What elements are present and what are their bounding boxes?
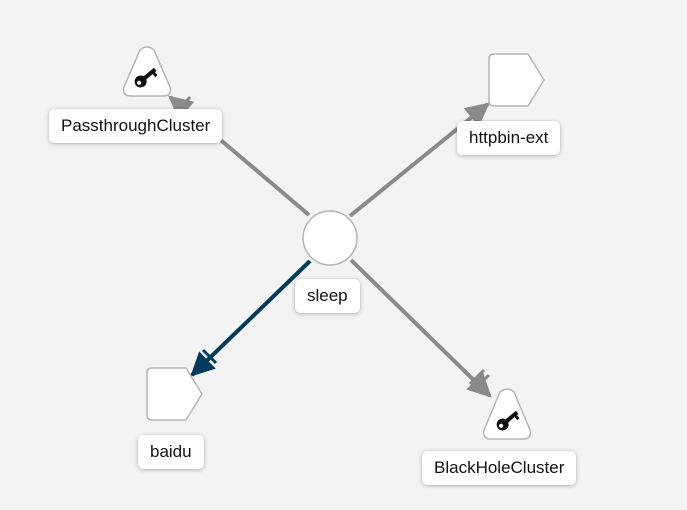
node-passthroughcluster[interactable] [122, 46, 172, 97]
node-label-httpbin-ext[interactable]: httpbin-ext [457, 121, 561, 155]
edge-tick [178, 96, 192, 110]
key-icon [496, 410, 520, 431]
node-label-blackholecluster[interactable]: BlackHoleCluster [422, 451, 577, 485]
edge-line[interactable] [190, 259, 312, 377]
circuit-breaker-icon [197, 348, 218, 369]
node-sleep[interactable] [302, 210, 358, 266]
node-label-passthroughcluster[interactable]: PassthroughCluster [49, 109, 223, 143]
node-blackholecluster[interactable] [482, 388, 532, 440]
edge-sleep-to-blackholecluster[interactable] [349, 258, 492, 398]
node-httpbin-ext[interactable] [488, 53, 545, 107]
node-baidu[interactable] [146, 367, 203, 421]
circuit-breaker-icon [468, 368, 491, 391]
key-icon [134, 67, 158, 88]
node-label-sleep[interactable]: sleep [295, 279, 360, 313]
edge-sleep-to-baidu[interactable] [190, 259, 312, 377]
nodes [122, 46, 545, 440]
node-label-baidu[interactable]: baidu [138, 435, 204, 469]
edge-line[interactable] [349, 258, 492, 398]
